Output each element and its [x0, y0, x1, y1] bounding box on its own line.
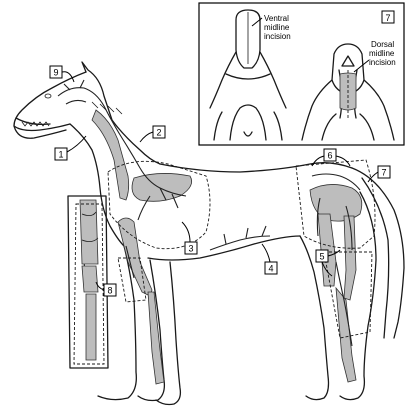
limb-closeup [68, 196, 108, 368]
callout-3: 3 [182, 222, 197, 254]
dorsal-label-line1: Dorsal [371, 40, 394, 49]
inset-badge-number: 7 [385, 13, 390, 23]
callout-1-number: 1 [58, 150, 63, 160]
callout-5-number: 5 [319, 252, 324, 262]
dorsal-label-line3: incision [369, 58, 396, 67]
callout-1: 1 [55, 136, 86, 160]
callout-4-number: 4 [268, 264, 273, 274]
ventral-label-line3: incision [264, 32, 291, 41]
callout-9: 9 [50, 66, 74, 82]
ventral-label-line2: midline [264, 23, 290, 32]
callout-8-number: 8 [107, 286, 112, 296]
callout-6-number: 6 [327, 151, 332, 161]
callout-8: 8 [96, 282, 116, 296]
callout-7-number: 7 [381, 168, 386, 178]
ventral-label-line1: Ventral [264, 14, 289, 23]
callout-2-number: 2 [156, 128, 161, 138]
callout-3-number: 3 [188, 244, 193, 254]
inset-panel: Ventral midline incision 7 Dorsal midlin… [199, 3, 404, 145]
callout-2: 2 [140, 126, 165, 142]
callout-4: 4 [262, 244, 277, 274]
dorsal-label-line2: midline [369, 49, 395, 58]
callout-9-number: 9 [53, 68, 58, 78]
